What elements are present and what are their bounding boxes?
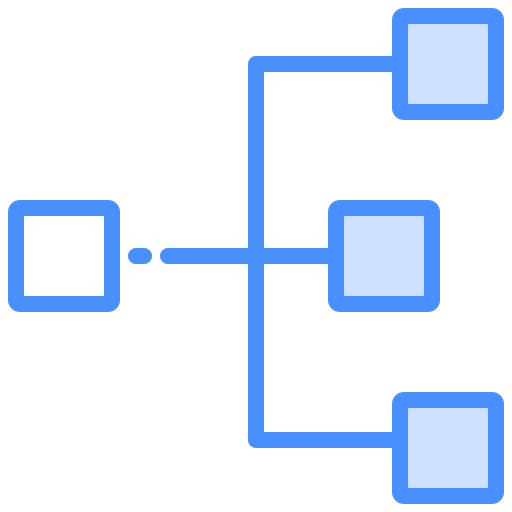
- connector-lines: [128, 56, 408, 448]
- root-node-box: [8, 200, 120, 312]
- child-node-middle: [328, 200, 440, 312]
- child-node-bottom: [392, 392, 504, 504]
- child-node-top: [392, 8, 504, 120]
